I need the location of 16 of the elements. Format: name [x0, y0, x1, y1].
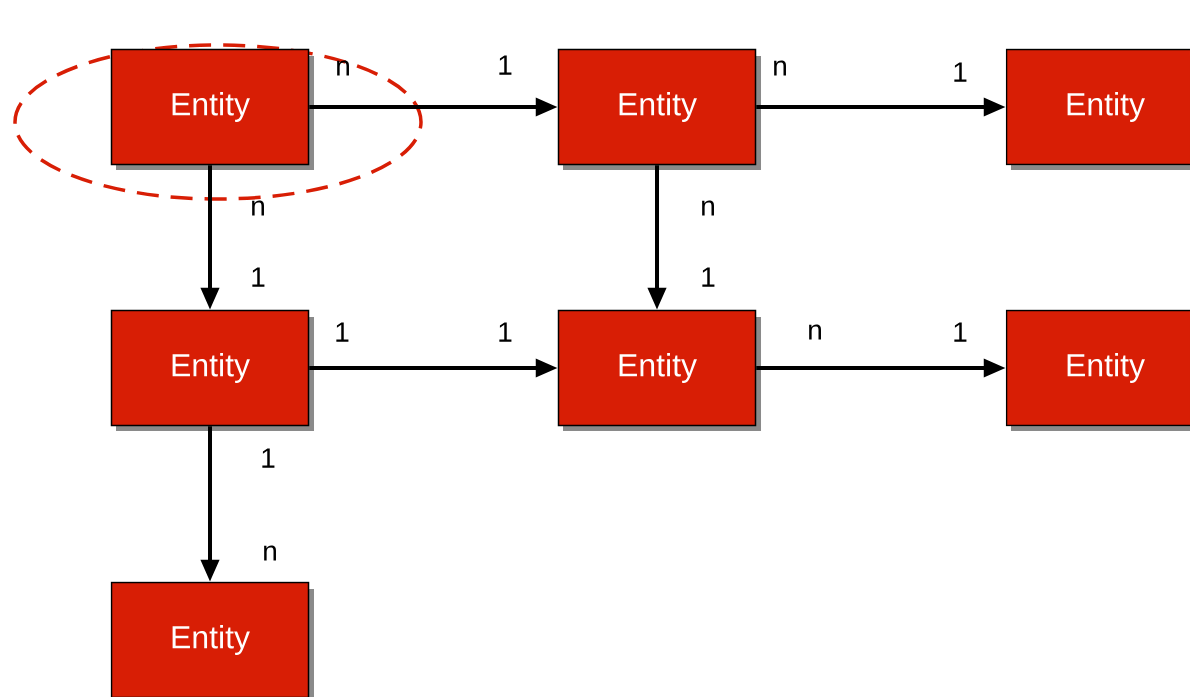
cardinality-label: 1	[499, 55, 512, 75]
cardinality-label: 1	[954, 322, 967, 342]
cardinality-label: n	[337, 60, 349, 76]
cardinality-label: n	[809, 324, 821, 340]
entity-box: Entity	[1005, 48, 1190, 170]
cardinality-label: 1	[336, 322, 349, 342]
entity-box: Entity	[1005, 309, 1190, 431]
entity-box: Entity	[110, 48, 314, 170]
cardinality-label: n	[252, 200, 264, 216]
entity-box: Entity	[557, 48, 761, 170]
cardinality-label: 1	[499, 322, 512, 342]
cardinality-label: n	[702, 200, 714, 216]
entity-box: Entity	[110, 581, 314, 697]
cardinality-label: 1	[954, 62, 967, 82]
entity-box: Entity	[557, 309, 761, 431]
entity-box: Entity	[110, 309, 314, 431]
